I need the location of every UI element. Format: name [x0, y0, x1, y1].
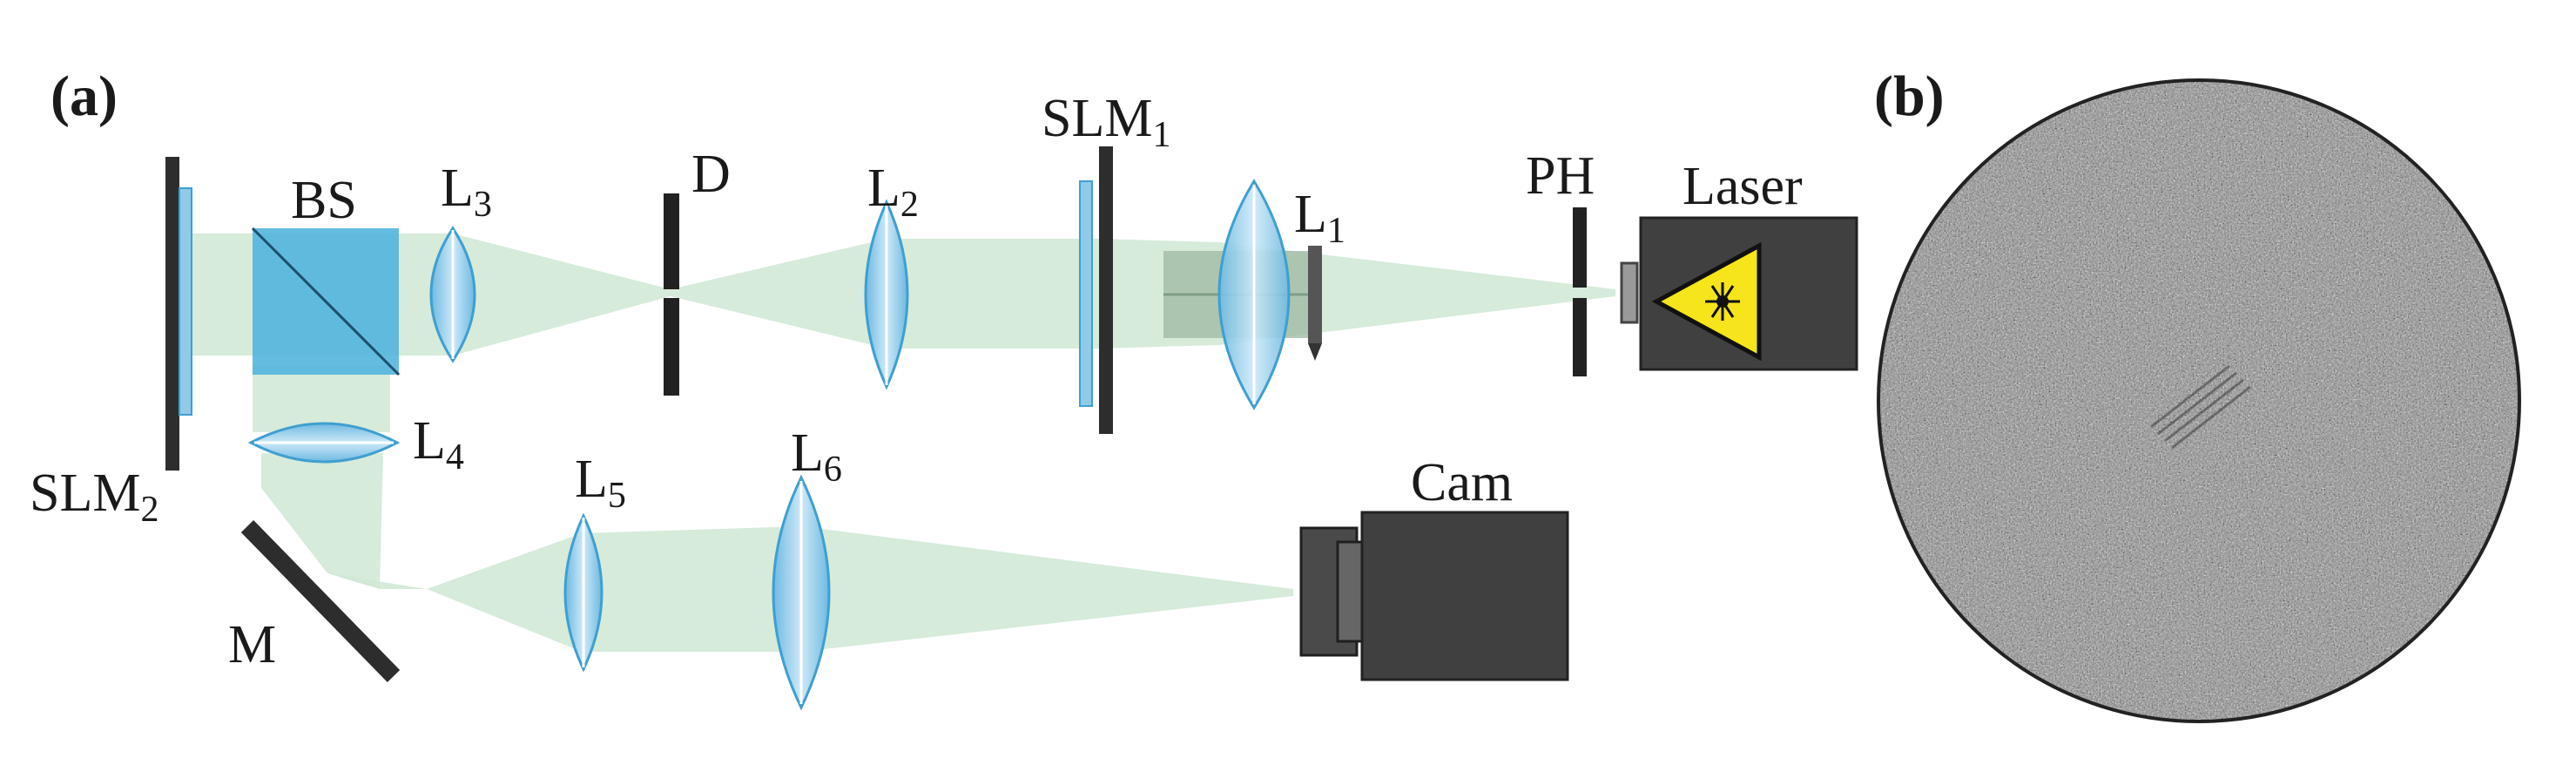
laser-warning-icon — [1651, 241, 1762, 362]
panel-label-a: (a) — [51, 64, 118, 128]
label-l3: L3 — [441, 159, 492, 225]
beam-l5-to-l6 — [582, 526, 801, 652]
beam-mirror-to-focus — [327, 573, 427, 589]
beam-l4-to-mirror — [261, 453, 383, 589]
lens-l4 — [247, 422, 401, 464]
mirror-m — [240, 520, 401, 682]
label-m: M — [228, 615, 276, 674]
label-slm2: SLM2 — [30, 464, 158, 530]
beam-l2-to-d — [671, 239, 887, 349]
beam-bs-down — [253, 366, 390, 432]
pinhole-ph — [1573, 207, 1587, 376]
label-slm1: SLM1 — [1042, 89, 1170, 155]
camera-icon — [1299, 511, 1569, 681]
lens-l1 — [1163, 179, 1322, 410]
panel-label-b: (b) — [1874, 64, 1945, 128]
beam-focus-to-l5 — [427, 533, 582, 652]
label-d: D — [691, 145, 731, 204]
label-laser: Laser — [1682, 157, 1803, 216]
label-l6: L6 — [791, 423, 842, 490]
slm2-device — [165, 157, 192, 471]
label-l1: L1 — [1294, 185, 1345, 251]
speckle-pattern — [1877, 78, 2521, 723]
laser-source — [1620, 216, 1858, 371]
lens-l3 — [429, 226, 476, 363]
beam-splitter-cube — [251, 227, 401, 376]
beam-slm1-to-l2 — [887, 239, 1099, 349]
diaphragm-d — [664, 193, 679, 396]
beam-d-to-l3 — [453, 234, 671, 356]
slm1-device — [1079, 146, 1113, 434]
label-l2: L2 — [867, 159, 919, 225]
label-cam: Cam — [1411, 453, 1513, 512]
lens-l5 — [563, 512, 604, 673]
lens-l6 — [772, 474, 831, 711]
beam-l6-to-cam — [801, 526, 1293, 652]
label-bs: BS — [291, 171, 357, 230]
lens-l2 — [864, 199, 909, 390]
label-l4: L4 — [413, 411, 464, 477]
beam-path — [190, 234, 1615, 652]
label-l5: L5 — [575, 450, 626, 516]
label-ph: PH — [1526, 146, 1595, 206]
